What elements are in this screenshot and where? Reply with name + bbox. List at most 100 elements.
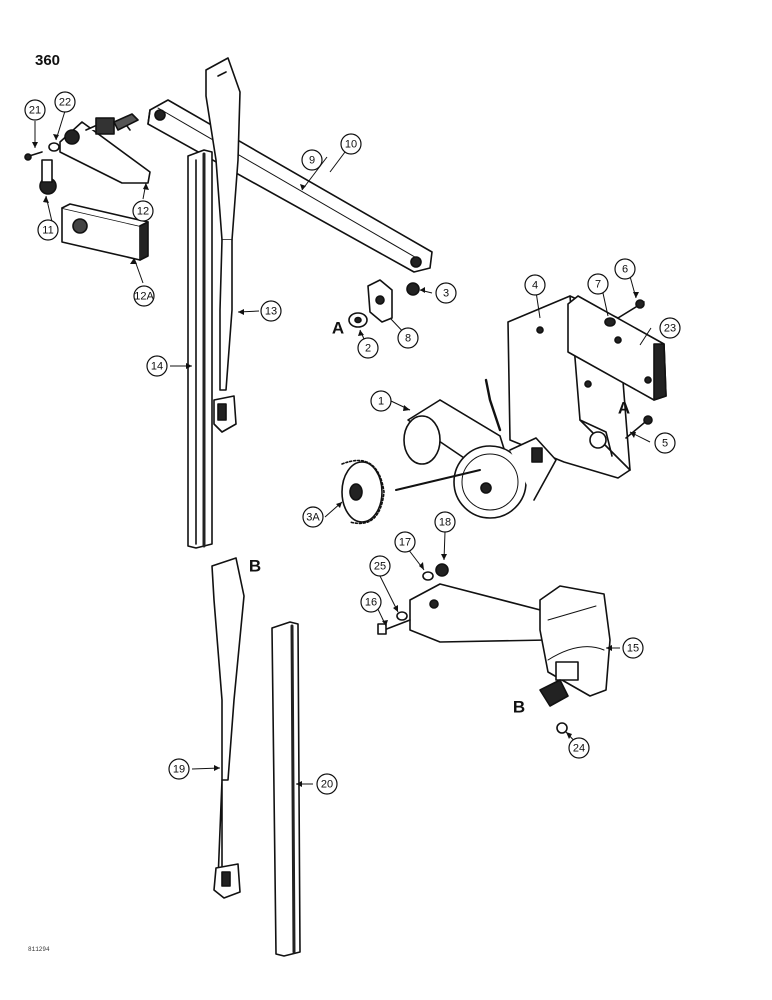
figure-code: 811294	[28, 946, 50, 953]
callout-circle	[24, 99, 46, 121]
callout-circle	[435, 282, 457, 304]
wiper-blade-20	[271, 621, 301, 957]
callout-circle	[37, 219, 59, 241]
callout-circle	[54, 91, 76, 113]
callout-circle	[622, 637, 644, 659]
ref-b-top: B	[249, 557, 261, 576]
callout-label: 1	[378, 396, 384, 408]
callout-label: 13	[265, 306, 277, 318]
reference-mark-group: A A B B	[249, 319, 630, 717]
bolt-5	[625, 415, 653, 439]
linkage-clip-8	[367, 279, 393, 323]
callout-16: 16	[360, 591, 382, 613]
callout-label: 6	[622, 264, 628, 276]
callout-12a: 12A	[133, 285, 155, 307]
callout-circle	[301, 149, 323, 171]
nut-24	[556, 722, 568, 734]
callout-circle	[146, 355, 168, 377]
callout-label: 22	[59, 97, 71, 109]
callout-circle	[524, 274, 546, 296]
callout-circle	[568, 737, 590, 759]
callout-circle	[360, 591, 382, 613]
callout-group: 1233A45678910111212A13141516171819202122…	[24, 91, 681, 795]
callout-circle	[133, 285, 155, 307]
callout-3a: 3A	[302, 506, 324, 528]
nut-3	[406, 282, 420, 296]
callout-circle	[370, 390, 392, 412]
callout-4: 4	[524, 274, 546, 296]
ref-a-right: A	[618, 399, 630, 418]
callout-22: 22	[54, 91, 76, 113]
wiper-arm-19	[211, 557, 245, 899]
callout-21: 21	[24, 99, 46, 121]
callout-label: 3	[443, 288, 449, 300]
callout-1: 1	[370, 390, 392, 412]
callout-circle	[397, 327, 419, 349]
callout-6: 6	[614, 258, 636, 280]
callout-15: 15	[622, 637, 644, 659]
wiper-motor-1	[395, 378, 557, 519]
wiper-blade-14	[187, 149, 213, 549]
cam-disc-3a	[341, 459, 385, 525]
callout-circle	[260, 300, 282, 322]
callout-20: 20	[316, 773, 338, 795]
callout-circle	[434, 511, 456, 533]
callout-label: 19	[173, 764, 185, 776]
callout-label: 24	[573, 743, 585, 755]
callout-9: 9	[301, 149, 323, 171]
callout-14: 14	[146, 355, 168, 377]
callout-label: 11	[42, 225, 53, 237]
ref-a-left: A	[332, 319, 344, 338]
callout-circle	[357, 337, 379, 359]
washer-2	[348, 312, 368, 328]
washer-17	[422, 571, 434, 581]
callout-label: 23	[664, 323, 676, 335]
callout-circle	[369, 555, 391, 577]
spacer-plate-12a	[61, 203, 149, 261]
callout-label: 12	[137, 206, 149, 218]
callout-label: 5	[662, 438, 668, 450]
callout-label: 4	[532, 280, 538, 292]
callout-12: 12	[132, 200, 154, 222]
callout-5: 5	[654, 432, 676, 454]
callout-label: 25	[374, 561, 386, 573]
callout-circle	[340, 133, 362, 155]
plate-23	[567, 295, 667, 401]
ref-b-bottom: B	[513, 698, 525, 717]
callout-25: 25	[369, 555, 391, 577]
callout-11: 11	[37, 219, 59, 241]
callout-label: 17	[399, 537, 411, 549]
wiper-arm-13	[205, 57, 241, 433]
callout-24: 24	[568, 737, 590, 759]
callout-18: 18	[434, 511, 456, 533]
callout-circle	[394, 531, 416, 553]
callout-10: 10	[340, 133, 362, 155]
page-number: 360	[35, 52, 61, 69]
callout-circle	[587, 273, 609, 295]
callout-circle	[132, 200, 154, 222]
callout-23: 23	[659, 317, 681, 339]
callout-label: 15	[627, 643, 639, 655]
washer-25	[396, 611, 408, 621]
wiper-motor-15	[409, 583, 611, 707]
washer-7	[604, 317, 616, 327]
callout-19: 19	[168, 758, 190, 780]
callout-circle	[614, 258, 636, 280]
bolt-6	[617, 299, 645, 319]
callout-circle	[654, 432, 676, 454]
callout-label: 7	[595, 279, 601, 291]
callout-17: 17	[394, 531, 416, 553]
callout-2: 2	[357, 337, 379, 359]
callout-label: 14	[151, 361, 163, 373]
callout-label: 16	[365, 597, 377, 609]
callout-circle	[659, 317, 681, 339]
callout-circle	[168, 758, 190, 780]
pivot-bracket	[39, 113, 151, 195]
callout-label: 3A	[306, 512, 320, 524]
callout-label: 8	[405, 333, 411, 345]
callout-circle	[316, 773, 338, 795]
screw-21	[24, 151, 43, 161]
callout-13: 13	[260, 300, 282, 322]
